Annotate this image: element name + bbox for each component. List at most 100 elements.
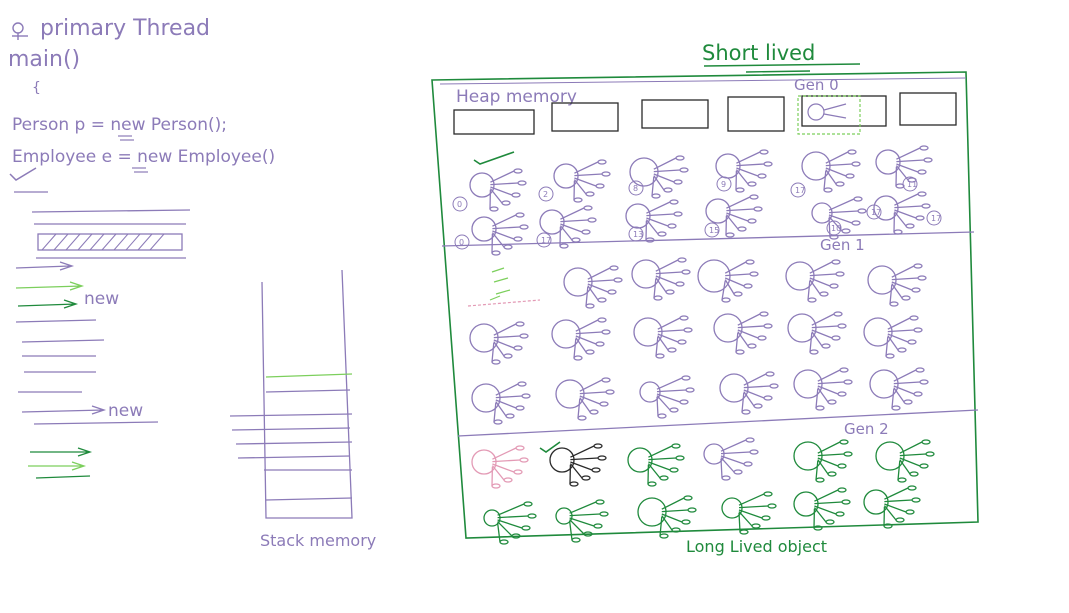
object-id: 17 bbox=[871, 208, 881, 217]
gen1-object bbox=[713, 311, 773, 355]
gen0-check-icon bbox=[473, 151, 515, 165]
heap-slot bbox=[551, 102, 619, 132]
gen2-unreachable-object bbox=[471, 445, 529, 489]
object-id: 17 bbox=[541, 236, 551, 245]
stack-outline bbox=[261, 269, 353, 519]
gen1-object bbox=[793, 367, 853, 411]
gen0-object bbox=[471, 212, 529, 256]
gen1-object bbox=[787, 311, 847, 355]
gen2-object bbox=[627, 443, 685, 487]
gen0-object bbox=[629, 155, 689, 199]
object-id-badge: 0 bbox=[452, 196, 468, 212]
gen1-gen2-divider bbox=[457, 409, 979, 437]
check-mark-icon bbox=[9, 167, 37, 181]
object-id-badge: 9 bbox=[716, 176, 732, 192]
collected-object-sketch bbox=[467, 267, 541, 307]
object-id: 0 bbox=[457, 200, 462, 209]
heap-objects: 0 2 8 9 17 11 0 17 13 15 10 17 17 bbox=[452, 145, 942, 545]
heap-slot bbox=[801, 95, 887, 127]
gen2-object bbox=[483, 501, 537, 545]
method-label: main() bbox=[8, 47, 80, 72]
heap-slot bbox=[727, 96, 785, 132]
gen0-object bbox=[875, 145, 933, 189]
heap-slot bbox=[453, 109, 535, 135]
object-id: 9 bbox=[721, 180, 726, 189]
object-id-badge: 13 bbox=[628, 226, 644, 242]
execution-scribbles bbox=[14, 191, 191, 479]
gen1-object bbox=[469, 321, 529, 365]
gen0-object bbox=[539, 205, 597, 249]
gen2-label: Gen 2 bbox=[844, 420, 889, 438]
code-underlines bbox=[118, 135, 148, 173]
gen0-object bbox=[553, 159, 611, 203]
heap-slot bbox=[641, 99, 709, 129]
code-line-1: Person p = new Person(); bbox=[12, 115, 227, 135]
gen0-gen1-divider bbox=[441, 231, 975, 247]
object-id-badge: 0 bbox=[454, 234, 470, 250]
object-id: 11 bbox=[907, 180, 917, 189]
brace-label: { bbox=[32, 80, 41, 96]
hatched-bar bbox=[37, 233, 183, 251]
gen1-object bbox=[785, 259, 845, 303]
gen0-object bbox=[625, 199, 683, 243]
gen1-object bbox=[863, 315, 923, 359]
gen1-object bbox=[631, 257, 691, 301]
short-lived-label: Short lived bbox=[702, 41, 815, 65]
long-lived-label: Long Lived object bbox=[686, 537, 827, 556]
gen0-object bbox=[801, 149, 861, 193]
gen1-object bbox=[471, 381, 531, 425]
thread-label: primary Thread bbox=[40, 16, 210, 41]
gen1-object bbox=[869, 367, 929, 411]
gen2-object-root bbox=[549, 443, 607, 487]
object-id: 15 bbox=[709, 226, 719, 235]
object-id: 17 bbox=[931, 214, 941, 223]
object-id-badge: 17 bbox=[790, 182, 806, 198]
object-id-badge: 2 bbox=[538, 186, 554, 202]
gen2-object bbox=[793, 487, 851, 531]
gen1-object bbox=[719, 371, 779, 415]
stack-memory bbox=[229, 269, 353, 519]
heap-label: Heap memory bbox=[456, 87, 577, 107]
gen1-object bbox=[697, 259, 759, 303]
gen0-object bbox=[705, 194, 763, 238]
object-id: 2 bbox=[543, 190, 548, 199]
object-id-badge: 11 bbox=[902, 176, 918, 192]
stack-label: Stack memory bbox=[260, 531, 376, 550]
heap-outline bbox=[431, 71, 979, 539]
object-id-badge: 17 bbox=[926, 210, 942, 226]
gen1-object bbox=[551, 317, 611, 361]
object-id-badge: 10 bbox=[826, 220, 842, 236]
object-id: 0 bbox=[459, 238, 464, 247]
object-id: 17 bbox=[795, 186, 805, 195]
gen1-object bbox=[563, 265, 623, 309]
gen2-object bbox=[555, 499, 609, 543]
gen1-object bbox=[555, 377, 615, 421]
gen0-slot-object bbox=[797, 95, 861, 135]
gen0-object bbox=[873, 191, 931, 235]
stack-top-frame bbox=[265, 373, 353, 378]
gen0-label: Gen 0 bbox=[794, 76, 839, 94]
gen2-object bbox=[875, 439, 935, 483]
short-lived-underline bbox=[703, 63, 861, 73]
person-icon bbox=[12, 22, 28, 40]
new-label-1: new bbox=[84, 289, 119, 309]
object-id-badge: 17 bbox=[866, 204, 882, 220]
object-id: 10 bbox=[831, 224, 841, 233]
code-notes: primary Thread main() { Person p = new P… bbox=[8, 16, 275, 181]
object-id: 13 bbox=[633, 230, 643, 239]
gen1-object bbox=[639, 375, 695, 419]
gen2-object bbox=[637, 495, 697, 539]
code-line-2: Employee e = new Employee() bbox=[12, 147, 275, 167]
gen2-object bbox=[721, 491, 777, 535]
object-id-badge: 15 bbox=[704, 222, 720, 238]
gen1-label: Gen 1 bbox=[820, 236, 865, 254]
object-id: 8 bbox=[633, 184, 638, 193]
gen2-check-icon bbox=[539, 441, 561, 453]
gen2-object bbox=[793, 439, 853, 483]
object-id-badge: 17 bbox=[536, 232, 552, 248]
gen0-object bbox=[811, 196, 867, 240]
gen1-object bbox=[867, 263, 927, 307]
gen2-object-purple bbox=[703, 437, 759, 481]
new-label-2: new bbox=[108, 401, 143, 421]
